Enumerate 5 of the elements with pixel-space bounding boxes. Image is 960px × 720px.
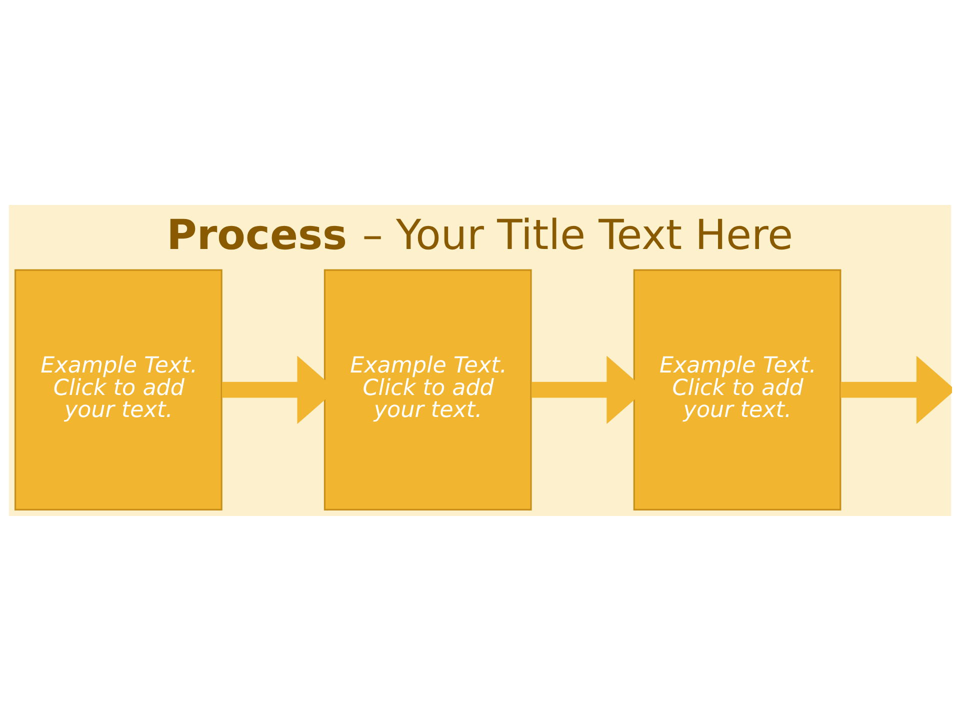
arrow <box>840 355 952 424</box>
node-box: Example Text. Click to add your text. <box>14 268 222 510</box>
diagram-title: Process – Your Title Text Here <box>166 210 793 259</box>
node-box: Example Text. Click to add your text. <box>633 268 842 510</box>
node-box: Example Text. Click to add your text. <box>324 268 532 510</box>
